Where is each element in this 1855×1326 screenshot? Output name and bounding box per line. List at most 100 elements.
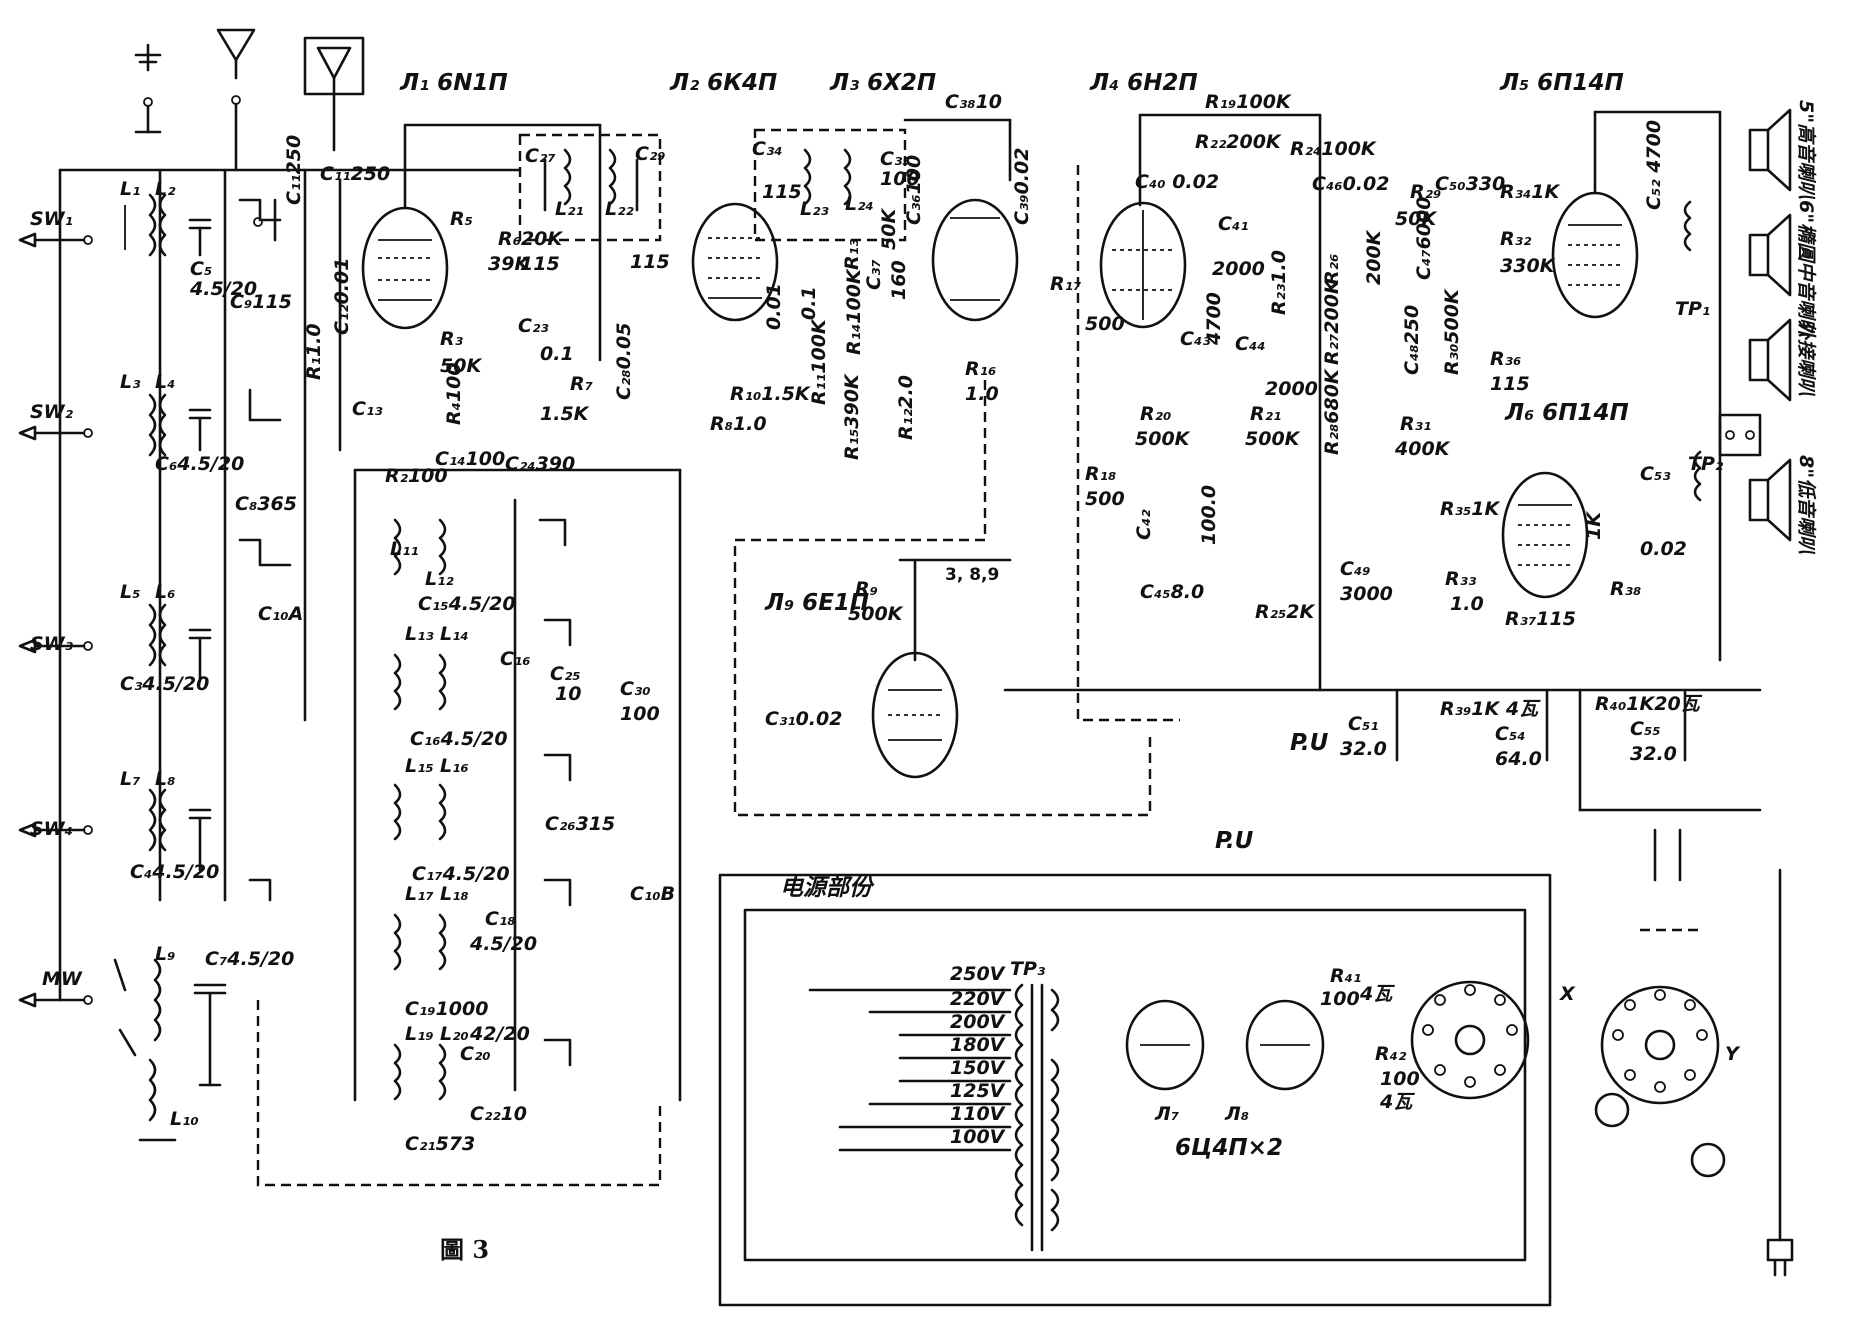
- label-r7v: 1.5K: [540, 403, 590, 425]
- speaker-label-ext: 外接喇叭: [1795, 319, 1817, 397]
- coil-l3: L₃: [120, 371, 141, 393]
- label-r3v: 50K: [440, 355, 482, 377]
- label-r26v: 200K: [1363, 229, 1385, 285]
- label-c20: C₂₀: [460, 1043, 491, 1065]
- tube-l1: [361, 123, 602, 330]
- label-r36: R₃₆: [1490, 348, 1521, 370]
- coil-l6: L₆: [155, 581, 175, 603]
- coil-l12: L₁₂: [425, 568, 454, 590]
- mains-plug-icon: [1766, 868, 1794, 1277]
- figure-caption: 圖 3: [440, 1235, 489, 1264]
- label-c35v: 100: [880, 168, 920, 190]
- label-c30: C₃₀: [620, 678, 651, 700]
- sw1-label: SW₁: [30, 208, 73, 230]
- label-r8: R₈1.0: [710, 413, 767, 435]
- label-r39: R₃₉1K 4瓦: [1440, 698, 1541, 720]
- label-c6: C₆4.5/20: [155, 453, 244, 475]
- label-c52: C₅₂ 4700: [1643, 120, 1665, 210]
- label-r18: R₁₈: [1085, 463, 1116, 485]
- label-r13: R₁₃: [841, 238, 863, 270]
- label-r19: R₁₉100K: [1205, 91, 1292, 113]
- tp2-label: TP₂: [1688, 453, 1724, 475]
- speaker-woofer: [1748, 458, 1792, 542]
- coil-l17: L₁₇: [405, 883, 434, 905]
- label-c5: C₅: [190, 258, 212, 280]
- speaker-label-woofer: 8"低音喇叭: [1795, 455, 1817, 555]
- tap-180: 180V: [950, 1034, 1006, 1056]
- label-c51: C₅₁: [1348, 713, 1379, 735]
- coil-l4: L₄: [155, 371, 175, 393]
- coil-l1: L₁: [120, 178, 140, 200]
- label-c53v: 0.02: [1640, 538, 1687, 560]
- label-r30: R₃₀500K: [1441, 288, 1463, 375]
- label-c44: C₄₄: [1235, 333, 1266, 355]
- sw2-label: SW₂: [30, 401, 74, 423]
- sw4-label: SW₄: [30, 818, 73, 840]
- label-c27: C₂₇: [525, 145, 556, 167]
- tap-250: 250V: [950, 963, 1006, 985]
- label-l22: L₂₂: [605, 198, 634, 220]
- label-r5: R₅: [450, 208, 473, 230]
- gang-dashed-link: [256, 1000, 662, 1187]
- label-r26: R₂₆: [1321, 254, 1343, 285]
- label-r21v: 500K: [1245, 428, 1301, 450]
- label-c47: C₄₇6000: [1413, 197, 1435, 280]
- octal-socket-right: [1600, 985, 1720, 1105]
- label-c24: C₂₄390: [505, 453, 575, 475]
- label-c42v: 100.0: [1198, 485, 1220, 545]
- coil-l5: L₅: [120, 581, 140, 603]
- pilot-lamp-icon: [1594, 1092, 1726, 1178]
- label-r36v: 115: [1490, 373, 1530, 395]
- tap-200: 200V: [950, 1011, 1006, 1033]
- speaker-mid: [1748, 213, 1792, 297]
- tube-l2-label: Л₂ 6К4П: [669, 70, 777, 96]
- label-c50: C₅₀330: [1435, 173, 1505, 195]
- label-c55: C₅₅: [1630, 718, 1661, 740]
- label-c12: C₁₂0.01: [331, 258, 353, 335]
- label-c21: C₂₁573: [405, 1133, 475, 1155]
- tube-l9-label: Л₉ 6Е1П: [764, 590, 869, 616]
- speaker-label-tweeter: 5"高音喇叭: [1795, 100, 1817, 200]
- label-r10: R₁₀1.5K: [730, 383, 811, 405]
- label-c38: C₃₈10: [945, 91, 1002, 113]
- label-r41: R₄₁: [1330, 965, 1361, 987]
- label-r35: R₃₅1K: [1440, 498, 1500, 520]
- sw3-label: SW₃: [30, 633, 74, 655]
- label-c44v: 2000: [1265, 378, 1318, 400]
- rectifier-l8: [1245, 999, 1325, 1091]
- label-c49v: 3000: [1340, 583, 1393, 605]
- if-transformer-2: [753, 128, 907, 242]
- label-r17: R₁₇: [1050, 273, 1081, 295]
- label-c7: C₇4.5/20: [205, 948, 294, 970]
- label-c43: C₄₃: [1180, 328, 1211, 350]
- label-c45: C₄₅8.0: [1140, 581, 1204, 603]
- label-c26: C₂₆315: [545, 813, 615, 835]
- label-r15: R₁₅390K: [841, 373, 863, 460]
- label-l21: L₂₁: [555, 198, 584, 220]
- label-c34: C₃₄: [752, 138, 783, 160]
- label-c35: C₃₅: [880, 148, 911, 170]
- label-c48: C₄₈250: [1401, 305, 1423, 375]
- label-c10b: C₁₀B: [630, 883, 675, 905]
- loop-antenna-icon: [303, 36, 365, 152]
- label-r14: R₁₄100K: [843, 268, 865, 355]
- label-c5v: 4.5/20: [189, 278, 257, 300]
- label-r33v: 1.0: [1450, 593, 1484, 615]
- label-r21: R₂₁: [1250, 403, 1281, 425]
- tap-150: 150V: [950, 1057, 1006, 1079]
- tube-l5-label: Л₅ 6П14П: [1499, 70, 1624, 96]
- rf-coil-bank: [353, 468, 682, 1102]
- label-c3: C₃4.5/20: [120, 673, 209, 695]
- b-plus-bus: [1003, 113, 1762, 812]
- tube-l3-label: Л₃ 6Х2П: [829, 70, 936, 96]
- label-l23: L₂₃: [800, 198, 829, 220]
- coil-l7: L₇: [120, 768, 140, 790]
- label-r18v: 500: [1085, 488, 1125, 510]
- coil-l14: L₁₄: [440, 623, 469, 645]
- label-c37v: 160: [888, 260, 910, 300]
- label-c34v: 115: [762, 181, 802, 203]
- label-c30v: 100: [620, 703, 660, 725]
- shielded-cable: [733, 165, 1180, 817]
- label-r9: R₉: [855, 578, 878, 600]
- label-c40: C₄₀ 0.02: [1135, 171, 1219, 193]
